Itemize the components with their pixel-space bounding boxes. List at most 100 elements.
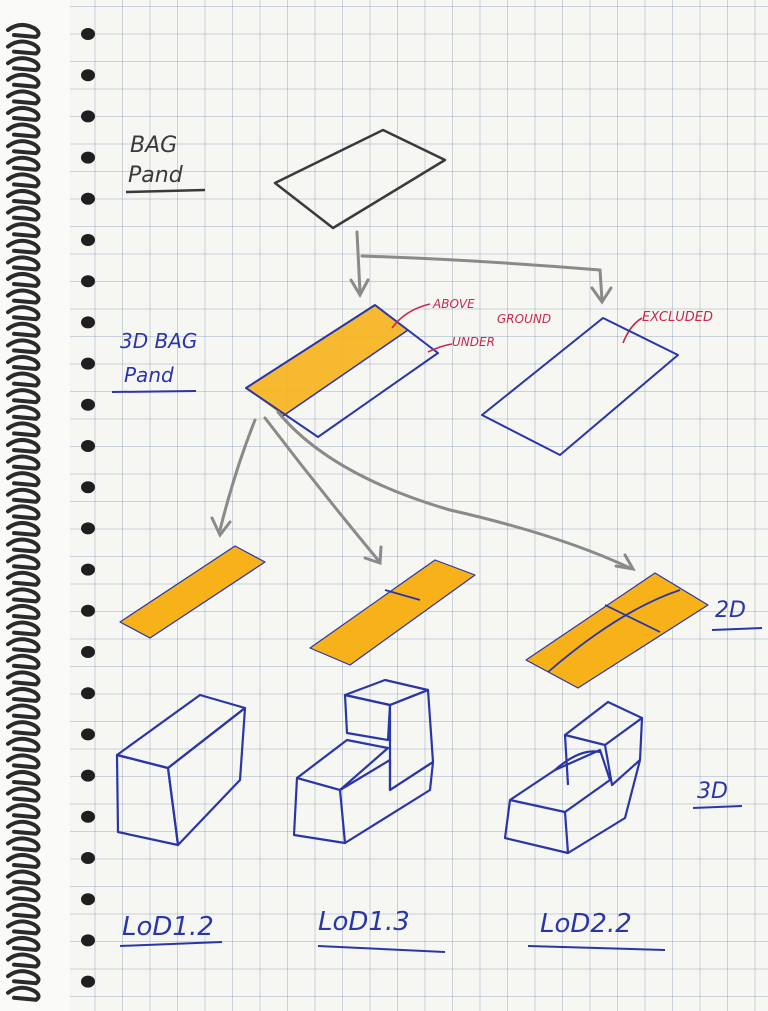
binding-coil (6, 23, 41, 40)
punch-hole (81, 398, 95, 411)
punch-hole (81, 975, 95, 988)
3dbag-underline (111, 390, 197, 393)
binding-coil (6, 222, 41, 239)
binding-coil (6, 653, 41, 670)
bag-pand-text-line1: BAG (130, 133, 177, 158)
binding-coil (6, 919, 41, 936)
binding-coil (6, 604, 41, 621)
lod13-tower-top (343, 678, 430, 707)
binding-coil (6, 106, 41, 123)
binding-coil (6, 521, 41, 538)
punch-hole (81, 151, 95, 164)
lod12-underline (119, 941, 223, 947)
binding-coil (6, 703, 41, 720)
above-text: ABOVE (432, 297, 475, 311)
punch-hole (81, 69, 95, 82)
binding-coil (6, 620, 41, 637)
lod13-low-side (339, 758, 435, 844)
binding-coil (6, 554, 41, 571)
lod13-label: LoD1.3 (318, 907, 410, 937)
lod22-split-line-1 (547, 589, 681, 673)
binding-coil (6, 89, 41, 106)
punch-hole (81, 275, 95, 288)
label-2d: 2D (715, 598, 746, 623)
excluded-text: EXCLUDED (642, 310, 713, 325)
lod22-underline (527, 945, 666, 951)
binding-coil (6, 570, 41, 587)
punch-hole (81, 893, 95, 906)
punch-hole (81, 234, 95, 246)
ground-text: GROUND (497, 312, 551, 326)
binding-coil (6, 338, 41, 355)
punch-holes (81, 28, 95, 988)
lod13-low-front (292, 776, 347, 845)
binding-coil (6, 72, 41, 89)
arrows-from-3dbag (210, 410, 636, 572)
punch-hole (81, 110, 95, 123)
excluded-footprint (481, 317, 679, 456)
binding-coil (6, 936, 41, 953)
binding-coil (6, 803, 41, 820)
binding-coil (6, 139, 41, 156)
lod12-label: LoD1.2 (122, 912, 214, 942)
binding-coil (6, 886, 41, 903)
lod22-roof-ridge (554, 750, 601, 771)
arrows-from-bag (349, 230, 613, 305)
3dbag-outline (245, 304, 439, 438)
3dbag-text-line2: Pand (124, 363, 174, 387)
lod13-tower-front (343, 693, 392, 742)
binding-coil (6, 952, 41, 969)
arrowhead-to-lod22 (614, 553, 636, 572)
label-2d-underline (711, 627, 763, 631)
3dbag-pand-label: 3D BAG Pand (111, 329, 197, 393)
punch-hole (81, 604, 95, 617)
binding-coil (6, 272, 41, 289)
punch-hole (81, 192, 95, 205)
lod12-block (115, 693, 247, 847)
lod22-side-walls (567, 759, 642, 854)
excluded-leader (622, 317, 643, 344)
label-3d: 3D (697, 779, 728, 804)
binding-coil (6, 438, 41, 455)
binding-coil (6, 189, 41, 206)
arrow-to-excluded (360, 254, 604, 302)
binding-coil (6, 388, 41, 405)
binding-coil (6, 404, 41, 421)
punch-hole (81, 28, 95, 40)
3dbag-text-line1: 3D BAG (120, 329, 197, 353)
under-leader (427, 343, 453, 353)
lod13-block (292, 678, 435, 845)
binding-coil (6, 371, 41, 388)
punch-hole (81, 852, 95, 864)
arrowhead-to-3dbag (349, 278, 370, 299)
footprint-lod22 (525, 572, 709, 689)
arrowhead-to-excluded (590, 286, 613, 305)
punch-hole (81, 522, 95, 535)
lod22-label: LoD2.2 (540, 909, 632, 939)
binding-coil (6, 770, 41, 787)
binding-coil (6, 736, 41, 753)
lod12-side-face (166, 706, 247, 847)
punch-hole (81, 646, 95, 658)
punch-hole (81, 810, 95, 823)
lod13-underline (317, 945, 446, 953)
bag-pand-label: BAG Pand (125, 133, 206, 194)
arrow-to-lod22 (276, 410, 632, 570)
above-ground-leader (391, 303, 431, 329)
binding-coil (6, 637, 41, 654)
binding-coil (6, 985, 41, 1002)
binding-coil (6, 205, 41, 222)
punch-hole (81, 316, 95, 329)
punch-hole (81, 481, 95, 494)
annotations: ABOVE GROUND UNDER EXCLUDED (391, 297, 713, 353)
binding-coil (6, 487, 41, 504)
binding-coil (6, 454, 41, 471)
binding-coil (6, 969, 41, 986)
footprint-lod13 (309, 559, 476, 666)
punch-hole (81, 728, 95, 741)
lod22-front-walls (503, 799, 570, 855)
lod22-footprint-shape (525, 572, 709, 689)
3dbag-split-line (282, 329, 409, 417)
binding-coil (6, 355, 41, 372)
